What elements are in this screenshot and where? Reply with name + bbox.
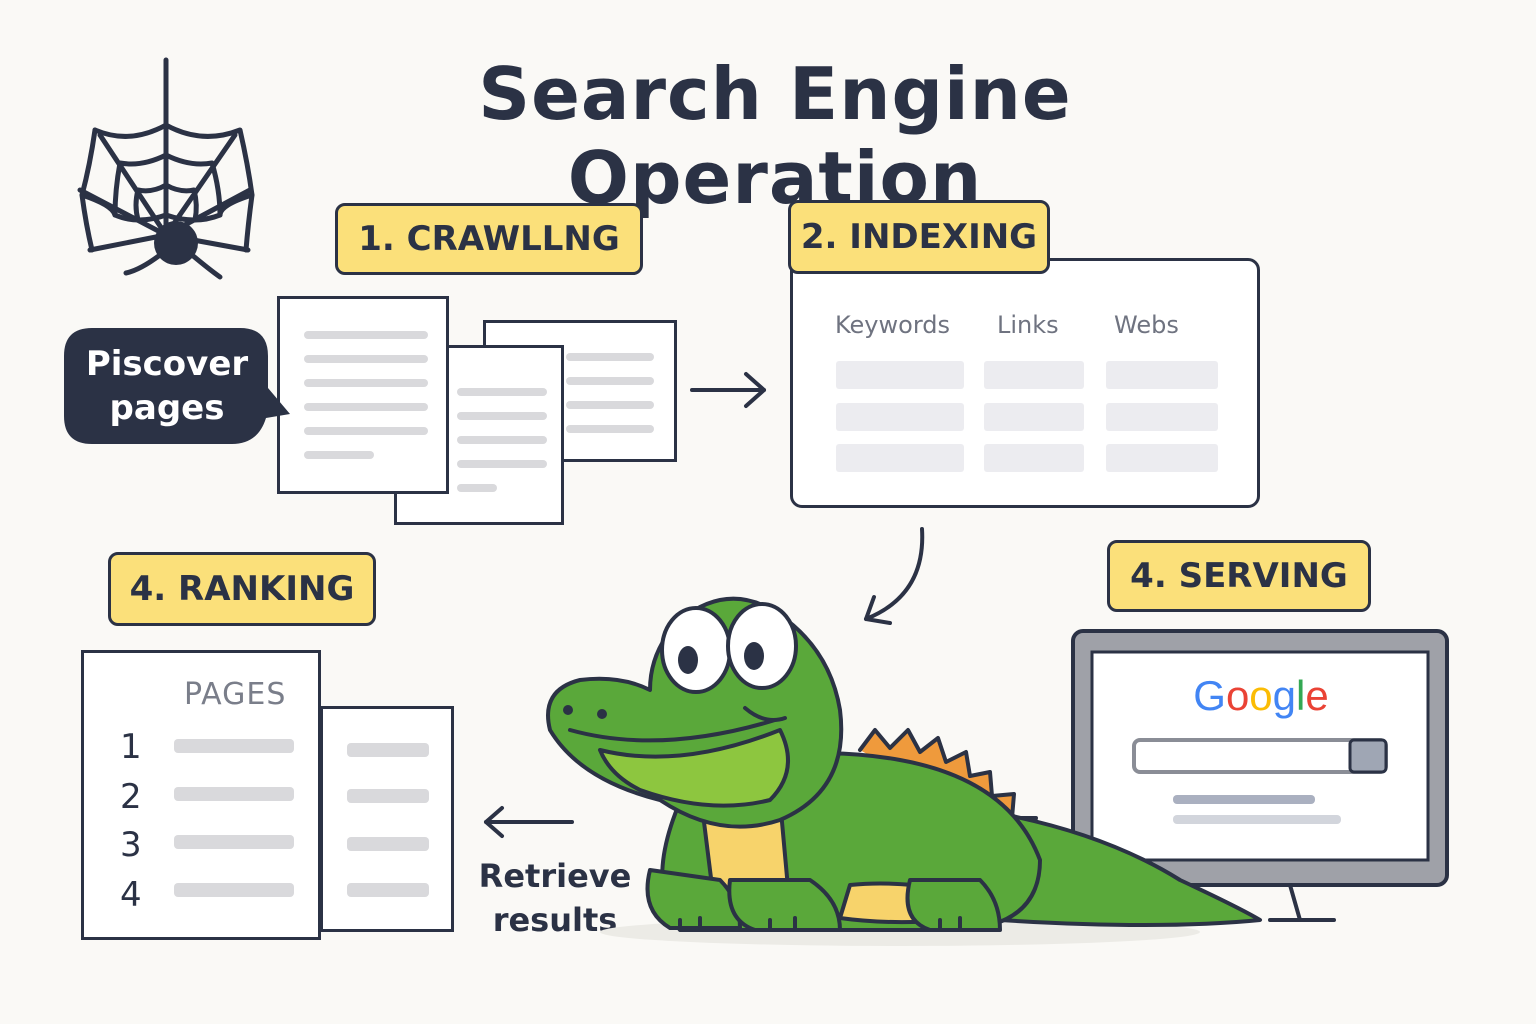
rank-3: 3 (120, 825, 142, 865)
ranking-page-back (320, 706, 454, 932)
index-column-links: Links (997, 311, 1059, 339)
alligator-mascot (546, 596, 1262, 946)
retrieve-line-2: results (492, 901, 618, 939)
logo-letter-2: o (1225, 672, 1250, 719)
monitor-icon (1071, 629, 1449, 922)
spider-web-icon (77, 57, 255, 280)
logo-letter-3: o (1249, 672, 1273, 719)
speech-bubble (64, 328, 290, 444)
ranking-page-front: PAGES 1 2 3 4 (81, 650, 321, 940)
speech-bubble-line-1: Piscover (85, 344, 249, 384)
step-serving-badge: 4. SERVING (1107, 540, 1371, 612)
arrow-curved-down-icon (864, 527, 925, 625)
index-window: Keywords Links Webs (790, 258, 1260, 508)
crawled-page-front (277, 296, 449, 494)
page-title: Search Engine Operation (478, 52, 1072, 220)
logo-letter-4: g (1272, 672, 1297, 719)
step-indexing-badge: 2. INDEXING (788, 200, 1050, 274)
rank-1: 1 (120, 727, 142, 767)
arrow-left-icon (484, 806, 574, 838)
logo-letter-6: e (1305, 672, 1329, 719)
step-crawling-badge: 1. CRAWLLNG (335, 203, 643, 275)
index-column-keywords: Keywords (835, 311, 951, 339)
speech-bubble-line-2: pages (109, 388, 225, 428)
arrow-right-icon (690, 372, 766, 408)
rank-2: 2 (120, 777, 142, 817)
step-ranking-badge: 4. RANKING (108, 552, 376, 626)
logo-letter-5: l (1296, 672, 1306, 719)
index-column-webs: Webs (1114, 311, 1179, 339)
speech-bubble-text: Piscover pages (72, 342, 262, 430)
ranking-header: PAGES (184, 677, 287, 712)
google-logo: Google (1186, 672, 1336, 720)
retrieve-line-1: Retrieve (478, 857, 632, 895)
rank-4: 4 (120, 875, 142, 915)
retrieve-results-caption: Retrieve results (470, 854, 640, 942)
logo-letter-1: G (1193, 672, 1226, 719)
